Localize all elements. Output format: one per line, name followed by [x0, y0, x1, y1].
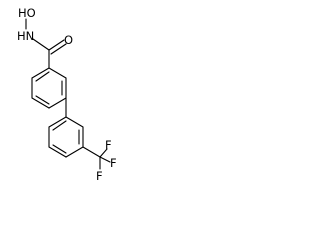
bond-c-f-right: [99, 156, 111, 163]
bond-carbonyl-double-2: [50, 43, 67, 55]
hydroxyl-label: HO: [18, 6, 36, 20]
bond-n-carbonyl-c: [32, 38, 50, 51]
chemical-structure: HO HN O F F F: [17, 6, 117, 183]
bond-carbonyl-double-1: [48, 39, 65, 51]
bond-c-f-top: [99, 148, 108, 158]
benzene-ring-upper: [31, 67, 67, 109]
bond-ring-cf3: [82, 146, 101, 158]
carbonyl-oxygen-label: O: [64, 33, 73, 47]
fluorine-right-label: F: [110, 156, 117, 170]
benzene-ring-lower: [48, 116, 84, 158]
amine-label: HN: [17, 29, 34, 43]
fluorine-bottom-label: F: [96, 169, 103, 183]
fluorine-top-label: F: [105, 138, 112, 152]
